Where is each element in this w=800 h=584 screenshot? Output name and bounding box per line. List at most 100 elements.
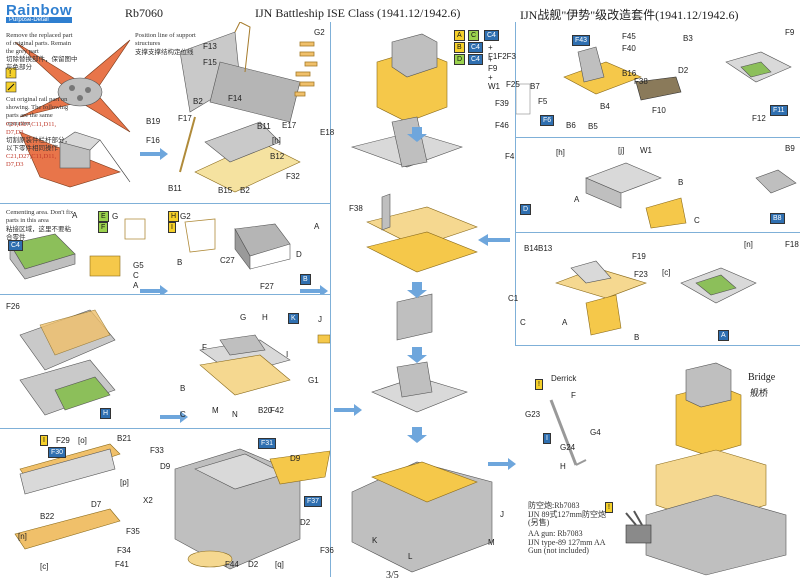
- section-4-drawing: [14, 443, 330, 570]
- brand-name: Rainbow: [6, 2, 72, 19]
- bridge-drawing: [549, 362, 787, 576]
- aa-note-cn1: 防空炮:Rb7083: [528, 501, 580, 510]
- label-i23: A: [133, 281, 139, 290]
- bridge-title: Bridge: [748, 372, 776, 383]
- legend-c4-a: C4: [484, 30, 499, 41]
- divider-right-1: [515, 137, 800, 138]
- label-b12: B12: [270, 152, 285, 161]
- label-f37: [p]: [120, 478, 129, 487]
- label-b4: [q]: [275, 560, 284, 569]
- badge-d2-top: F31: [258, 438, 277, 449]
- label-j: F5: [538, 97, 548, 106]
- note-cement-en: Cementing area. Don't fix parts in this …: [6, 209, 74, 224]
- label-h-right3: A: [562, 318, 568, 327]
- divider-left-vertical: [330, 22, 331, 577]
- badge-c1-b: D: [520, 204, 532, 215]
- label-f10-right: F38: [634, 77, 648, 86]
- label-b7: F44: [225, 560, 239, 569]
- aa-note-en1: AA gun: Rb7083: [528, 529, 583, 538]
- label-f23: C: [694, 216, 700, 225]
- label-i26: G23: [525, 410, 541, 419]
- label-h9: K: [372, 536, 378, 545]
- label-g6: F26: [6, 302, 20, 311]
- section-2-drawing: [9, 218, 328, 294]
- label-f9: B6: [566, 121, 576, 130]
- bridge-title-cn: 舰桥: [750, 388, 769, 398]
- badge-a: H: [168, 211, 180, 222]
- label-f4: D2: [678, 66, 689, 75]
- label-b1: B16: [622, 69, 637, 78]
- note-remove-cn: 切除替换部件，保留图中灰色部分: [6, 56, 78, 71]
- badge-c1-c: B8: [770, 213, 785, 224]
- label-f43: X2: [143, 496, 153, 505]
- note-cut-parts: C21,D27,C11,D11, D7,D3: [6, 121, 57, 136]
- label-f14: F14: [228, 94, 242, 103]
- label-b16: F41: [115, 560, 129, 569]
- badge-d11: A: [718, 330, 729, 341]
- label-f39: [c]: [40, 562, 49, 571]
- label-n: B20: [258, 406, 273, 415]
- label-f5: F25: [506, 80, 520, 89]
- label-h: [h]: [272, 136, 281, 145]
- label-f34: [o]: [78, 436, 87, 445]
- label-b3: F34: [117, 546, 131, 555]
- label-g1-right: F9: [785, 28, 795, 37]
- label-q: D9: [160, 462, 171, 471]
- derrick-warning: ! Derrick: [535, 373, 576, 391]
- badge-c1-right: F11: [770, 105, 788, 116]
- center-assembly-drawing: [350, 33, 493, 573]
- label-b8: [j]: [618, 146, 625, 155]
- note-cut-en: Cut original rail part on showing. The f…: [6, 96, 69, 127]
- note-cement-cn: 粘接区域，这里不要粘合零件: [6, 226, 71, 241]
- label-h-right: F10: [652, 106, 666, 115]
- label-b2: B2: [193, 97, 203, 106]
- deck-part-bottom: [19, 131, 131, 188]
- label-i24: B: [177, 258, 183, 267]
- legend-c: C: [468, 30, 480, 41]
- legend-c4-d: C4: [468, 54, 483, 65]
- legend-b: B: [454, 42, 465, 53]
- label-o-center: J: [500, 510, 504, 519]
- divider-right-3: [515, 345, 800, 346]
- section-right-3-drawing: [555, 260, 757, 336]
- note-remove-en: Remove the replaced part of original par…: [6, 32, 73, 55]
- badge-d2: F30: [48, 447, 67, 458]
- label-g4: F18: [785, 240, 799, 249]
- note-cut-cn: 切割原装件栏杆部分，以下零件相同操作: [6, 137, 71, 152]
- aa-warning-icon: !: [605, 502, 613, 513]
- label-f32: F32: [286, 172, 300, 181]
- badge-d7: H: [100, 408, 112, 419]
- legend-d-rest: + F9 + W1: [488, 55, 500, 91]
- badge-c4-right: F43: [572, 35, 591, 46]
- note-position-cn: 支撑支撑结构定位线: [135, 49, 194, 56]
- label-o: H: [262, 313, 268, 322]
- label-e17: E17: [282, 121, 297, 130]
- label-c-right: B13: [538, 244, 553, 253]
- label-f21: C27: [220, 256, 235, 265]
- label-f44: F33: [150, 446, 164, 455]
- badge-x2: I: [40, 435, 48, 446]
- label-f7: F46: [495, 121, 509, 130]
- label-f8: B7: [530, 82, 540, 91]
- label-g5: A: [72, 211, 78, 220]
- brand-subtitle: Purpose-Detail: [6, 17, 72, 23]
- label-i25: F: [571, 391, 576, 400]
- label-f18a: F19: [632, 252, 646, 261]
- label-i12: G4: [590, 428, 601, 437]
- label-f10: F38: [349, 204, 363, 213]
- label-b11b: B11: [168, 184, 182, 193]
- aa-note-en2: IJN type-89 127mm AA Gun (not included): [528, 538, 606, 555]
- label-f13: F13: [203, 42, 217, 51]
- label-b11a: B11: [257, 122, 271, 131]
- label-d16: M: [488, 538, 495, 547]
- label-f17: F17: [178, 114, 192, 123]
- label-f27: G: [112, 212, 119, 221]
- label-i22: C: [133, 271, 139, 280]
- legend-b-rest: + F1F2F3: [488, 43, 517, 61]
- derrick-label: Derrick: [551, 374, 577, 383]
- label-f30: G: [240, 313, 247, 322]
- label-f3: B3: [683, 34, 693, 43]
- label-f29: F: [202, 343, 207, 352]
- kit-code: Rb7060: [125, 6, 164, 20]
- badge-w1: B: [300, 274, 311, 285]
